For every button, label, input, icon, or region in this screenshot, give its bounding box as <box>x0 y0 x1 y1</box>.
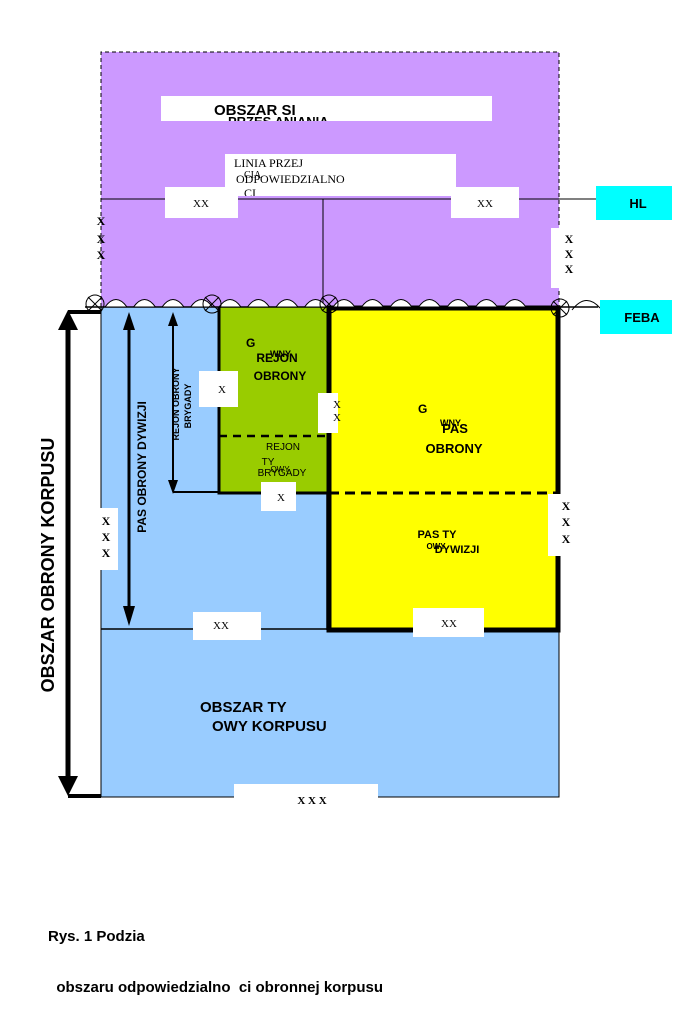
top-area-label-box <box>161 96 492 121</box>
xxx-left-top: X X X <box>97 214 106 262</box>
xxx-right-top: X X X <box>565 232 574 276</box>
feba-label: FEBA <box>624 310 660 325</box>
svg-text:X: X <box>97 214 106 228</box>
xx-box-division-bottom <box>413 608 484 637</box>
xx-label-hl-right: XX <box>477 198 493 210</box>
xxx-left-mid: X X X <box>102 514 111 560</box>
svg-text:X: X <box>565 262 574 276</box>
svg-text:X: X <box>562 499 571 513</box>
svg-text:X: X <box>565 247 574 261</box>
top-area-label-1: OBSZAR SI <box>214 102 296 119</box>
svg-text:X: X <box>333 412 341 424</box>
line-box-text-2: ODPOWIEDZIALNO <box>236 172 345 186</box>
svg-text:X: X <box>102 546 111 560</box>
division-belt-arrow <box>123 312 135 626</box>
brigade-area-label-2: BRYGADY <box>183 384 193 429</box>
svg-text:X: X <box>97 232 106 246</box>
brigade-g-suffix: WNY <box>270 349 291 359</box>
feba-scallop <box>275 299 299 308</box>
hl-label: HL <box>629 196 646 211</box>
xx-label-hl-left: XX <box>193 198 209 210</box>
x-box-brigade-bottom <box>261 482 296 511</box>
svg-text:X: X <box>102 514 111 528</box>
division-g-suffix: WNY <box>440 418 461 428</box>
line-box <box>225 154 456 196</box>
feba-scallops <box>104 299 527 308</box>
caption-line-2: obszaru odpowiedzialno ci obronnej korpu… <box>48 979 384 996</box>
xxx-right-mid-box <box>548 494 584 556</box>
feba-scallop <box>360 299 385 308</box>
feba-scallop <box>417 299 442 308</box>
feba-scallop <box>332 299 356 308</box>
svg-text:X: X <box>565 232 574 246</box>
svg-text:X: X <box>102 530 111 544</box>
xx-brigade-right: X X <box>333 399 341 424</box>
line-box-text-1b: CIA <box>244 170 262 181</box>
brigade-rear-label-1: REJON <box>266 442 300 453</box>
brigade-area-label-1: REJON OBRONY <box>171 367 181 440</box>
feba-scallop <box>104 299 128 308</box>
caption-line-1: Rys. 1 Podzia <box>48 928 145 945</box>
line-box-text-1: LINIA PRZEJ <box>234 156 303 170</box>
feba-scallop <box>246 299 271 308</box>
xx-box-corps-line <box>193 612 261 640</box>
xxx-box-bottom <box>234 784 378 812</box>
brigade-area-arrow <box>168 312 219 494</box>
feba-scallop <box>474 299 499 308</box>
division-rear-label-2b: OWY <box>426 542 446 551</box>
xxx-label-bottom: X X X <box>297 795 326 807</box>
feba-scallop <box>446 299 470 308</box>
x-box-brigade-left <box>199 371 238 407</box>
xx-box-hl-right <box>451 187 519 218</box>
xxx-right-top-box <box>551 228 587 288</box>
diagram-canvas: OBSZAR SI PRZES ANIANIA LINIA PRZEJ CIA … <box>38 51 672 812</box>
corps-area-arrow <box>58 310 101 798</box>
x-label-brigade-bottom: X <box>277 492 285 504</box>
xx-label-division-bottom: XX <box>441 618 457 630</box>
svg-text:X: X <box>97 248 106 262</box>
corps-rear-label-1: OBSZAR TY <box>200 699 287 716</box>
feba-scallop <box>161 299 185 308</box>
feba-connector <box>571 300 601 311</box>
brigade-defense-label-1: REJON <box>256 351 297 365</box>
security-zone-border <box>100 51 560 307</box>
brigade-rear-label-3: BRYGADY <box>258 468 307 479</box>
xx-box-hl-left <box>165 187 238 218</box>
top-area-label-2: PRZES ANIANIA <box>228 114 329 129</box>
brigade-g-label: G <box>246 336 255 350</box>
svg-text:X: X <box>333 399 341 411</box>
corps-rear-label-2: OWY KORPUSU <box>212 718 327 735</box>
xx-label-corps-line: XX <box>213 620 229 632</box>
division-defense-label-1: PAS <box>442 421 468 436</box>
xxx-left-mid-box <box>96 508 118 570</box>
division-defense-label-2: OBRONY <box>425 441 482 456</box>
brigade-rear-label-2: TY <box>262 457 275 468</box>
feba-scallop <box>389 299 413 308</box>
division-belt-label: PAS OBRONY DYWIZJI <box>135 401 149 533</box>
feba-label-box <box>600 300 672 334</box>
brigade-rear-label-3b: OWY <box>270 465 290 474</box>
svg-text:X: X <box>562 515 571 529</box>
xxx-right-mid: X X X <box>562 499 571 546</box>
corps-area-side-label: OBSZAR OBRONY KORPUSU <box>38 438 58 693</box>
feba-scallop <box>132 299 157 308</box>
hl-label-box <box>596 186 672 220</box>
feba-scallop <box>503 299 527 308</box>
x-label-brigade-left: X <box>218 384 226 396</box>
line-box-text-3: CI <box>244 186 256 200</box>
division-g-label: G <box>418 402 427 416</box>
figure-caption: Rys. 1 Podzia obszaru odpowiedzialno ci … <box>48 894 383 1013</box>
division-area <box>329 308 558 630</box>
feba-scallop <box>189 299 214 308</box>
svg-text:X: X <box>562 532 571 546</box>
division-rear-label-1: PAS TY <box>418 529 458 541</box>
brigade-defense-label-2: OBRONY <box>254 369 307 383</box>
xx-box-brigade-right <box>318 393 338 433</box>
division-rear-label-2: DYWIZJI <box>435 544 480 556</box>
